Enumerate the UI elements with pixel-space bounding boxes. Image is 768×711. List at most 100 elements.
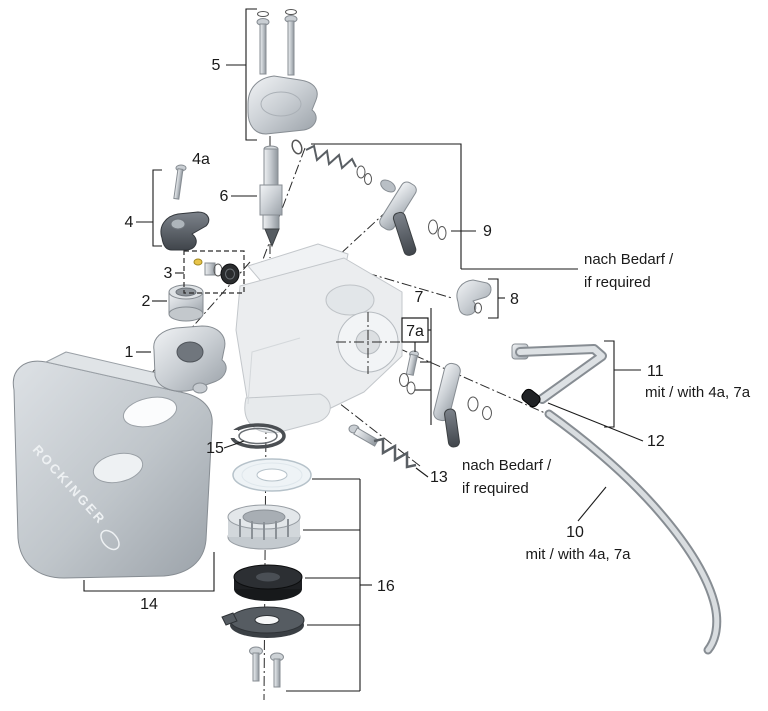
part-15-snap-ring [228,423,286,449]
small-cylinder [204,262,216,276]
casting-bore [176,341,204,363]
annotation-if-required-9-line2: if required [584,274,651,291]
small-ring [482,406,492,420]
small-ring [467,396,479,412]
leader-13 [415,467,429,478]
part-label-15: 15 [206,440,224,457]
part-label-2: 2 [142,293,151,310]
bolt-shaft [287,20,295,76]
part-1-casting [153,325,227,394]
part-12-knob [521,388,541,408]
black-disc [220,263,240,285]
latch-body [456,279,492,316]
bushing-bore [175,287,197,297]
callout-labels: 5 4a 4 6 9 3 2 1 7 7a 8 11 12 13 10 15 1… [125,57,665,613]
part-label-12: 12 [647,433,665,450]
housing-edge-line [247,337,301,405]
bushing-bottom [168,306,204,322]
housing-jaw [244,393,331,434]
part-label-8: 8 [510,291,519,308]
lever-boss [170,218,186,230]
bolt-shaft [259,23,267,75]
rod-body [546,411,720,653]
brass-nipple [193,258,203,266]
annotation-if-required-13-line2: if required [462,480,529,497]
lever-cap [380,179,396,193]
part-label-3: 3 [164,265,173,282]
lever-body [160,211,210,251]
part-10-rod [544,409,722,655]
brand-emblem-icon [100,529,120,551]
small-ring [428,219,438,235]
part-label-13: 13 [430,469,448,486]
black-disc-ring [225,268,235,280]
leader-15 [223,440,245,449]
part-14-mounting-bracket: ROCKINGER [12,351,213,579]
pin-lower [262,214,280,230]
part-label-9: 9 [483,223,492,240]
small-ring [399,373,409,387]
part-13-spring-bolt [348,424,417,469]
pin-tip [264,228,280,248]
part-6-pin [259,145,283,248]
cap-detail [260,91,302,117]
bolt-shaft [273,658,281,688]
handle-rod [517,346,605,402]
small-ring [474,302,482,314]
small-pin [405,353,419,376]
bolt-shaft [173,168,184,200]
retaining-ring [291,139,303,155]
part-8-latch [456,279,492,316]
part-4-lever [160,211,210,251]
knob-body [521,388,541,408]
bracket-hole-upper [122,396,178,428]
axis-spring-housing [261,147,306,263]
part-5-cap-assembly [247,9,318,135]
part-label-7: 7 [415,289,424,306]
casting-knob [192,382,208,394]
housing-neck [325,284,375,316]
part-label-6: 6 [220,188,229,205]
bolt-shaft [252,652,260,682]
lever-arm [392,211,417,256]
leader-12 [547,402,644,442]
latch-lever [433,362,461,422]
axis-housing-handle [397,347,546,414]
bracket-9 [311,143,462,269]
annotation-with-11: mit / with 4a, 7a [645,384,751,401]
part-7-group [399,350,492,448]
part-label-7a: 7a [406,323,424,340]
annotation-if-required-13-line1: nach Bedarf / [462,457,552,474]
small-ring [364,173,372,185]
part-label-10: 10 [566,524,584,541]
axis-stack [263,423,267,701]
bolt-shaft [353,427,379,447]
lever-cylinder [379,181,417,231]
rubber-disc-hole [256,572,280,582]
part-11-handle [511,343,607,404]
small-ring [437,226,447,240]
large-washer-ring [241,462,303,488]
part-label-14: 14 [140,596,158,613]
bracket-14 [83,552,215,592]
annotations: nach Bedarf / if required nach Bedarf / … [462,251,751,563]
annotation-with-10: mit / with 4a, 7a [525,546,631,563]
coil-spring [373,437,417,469]
pin-upper [263,148,279,186]
leader-10 [577,486,607,522]
latch-arm [444,408,460,448]
coil-spring [305,144,357,170]
part-9-spring-lever [291,139,447,256]
cap-casting [247,75,318,135]
large-washer-hole [256,468,288,482]
small-ring [406,381,416,395]
dashed-box-3 [183,250,245,294]
washer-ring [285,9,297,15]
part-label-4: 4 [125,214,134,231]
callout-lines [83,8,644,692]
bracket-4 [152,169,162,247]
part-label-16: 16 [377,578,395,595]
snap-ring-gap [228,430,238,438]
